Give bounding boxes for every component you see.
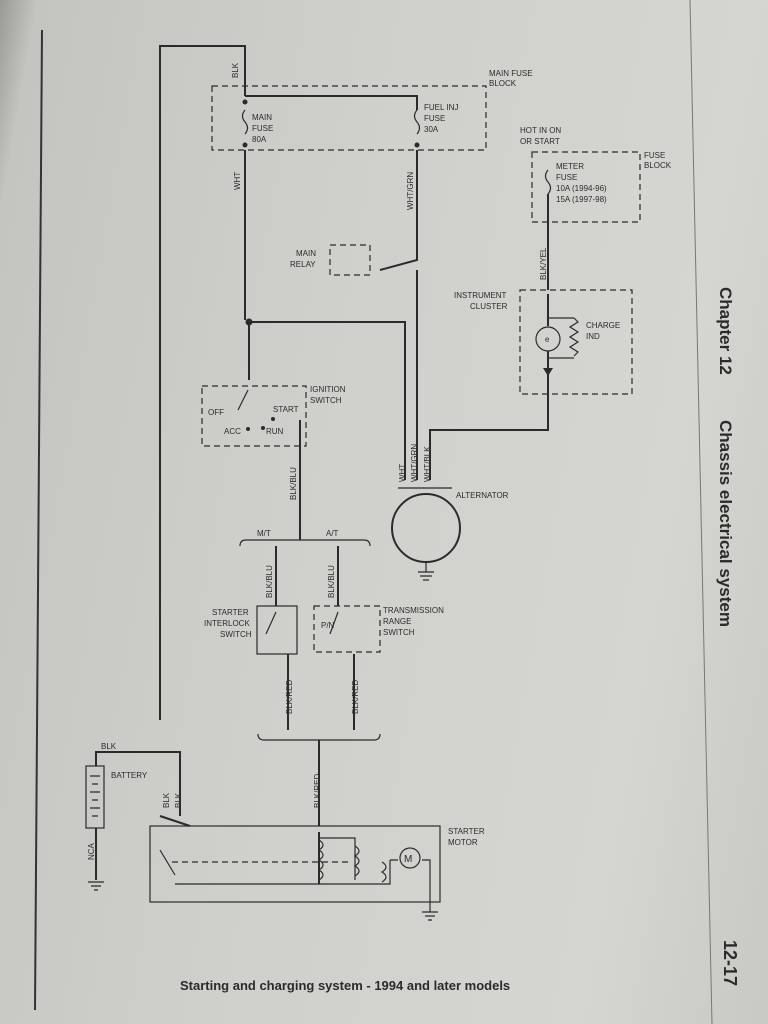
svg-text:RELAY: RELAY: [290, 260, 316, 269]
transmission-bracket: M/T A/T: [239, 529, 371, 547]
transmission-range-switch: P/N TRANSMISSION RANGE SWITCH: [313, 605, 444, 653]
blk-wire-top: [159, 45, 246, 720]
svg-text:BLK: BLK: [174, 792, 183, 808]
wire-label-blk: BLK: [231, 62, 240, 78]
main-fuse-block: MAIN FUSE BLOCK: [211, 69, 533, 151]
svg-text:INTERLOCK: INTERLOCK: [204, 619, 250, 628]
svg-text:BLK/BLU: BLK/BLU: [265, 565, 274, 598]
battery: BATTERY BLK NCA: [85, 742, 181, 891]
svg-text:OR START: OR START: [520, 137, 560, 146]
svg-text:ACC: ACC: [224, 427, 241, 436]
svg-text:MAIN: MAIN: [252, 113, 272, 122]
motor-symbol: M: [404, 854, 412, 865]
svg-text:FUSE: FUSE: [644, 151, 665, 160]
svg-text:OFF: OFF: [208, 408, 224, 417]
alternator: ALTERNATOR: [391, 487, 509, 581]
figure-caption: Starting and charging system - 1994 and …: [180, 978, 510, 993]
ignition-switch: IGNITION SWITCH OFF ACC START RUN: [201, 385, 346, 447]
svg-text:SWITCH: SWITCH: [383, 628, 415, 637]
svg-text:RUN: RUN: [266, 427, 284, 436]
wht-blk-wire: [429, 395, 549, 480]
svg-text:SWITCH: SWITCH: [220, 630, 252, 639]
chapter-title: Chassis electrical system: [716, 420, 735, 627]
svg-text:30A: 30A: [424, 125, 439, 134]
svg-text:ALTERNATOR: ALTERNATOR: [456, 491, 509, 500]
svg-text:BLK: BLK: [162, 792, 171, 808]
wire-label-blk-yel: BLK/YEL: [539, 247, 548, 280]
svg-text:e: e: [545, 335, 550, 344]
fuel-inj-fuse: FUEL INJ FUSE 30A: [413, 103, 458, 148]
main-relay: MAIN RELAY: [290, 244, 371, 276]
svg-text:INSTRUMENT: INSTRUMENT: [454, 291, 507, 300]
svg-text:80A: 80A: [252, 135, 267, 144]
svg-text:MAIN: MAIN: [296, 249, 316, 258]
wire-label-wht-blk: WHT/BLK: [423, 446, 432, 482]
svg-text:BLK: BLK: [101, 742, 117, 751]
gutter-line: [689, 0, 713, 1024]
svg-text:15A (1997-98): 15A (1997-98): [556, 195, 607, 204]
wire-label-wht-grn: WHT/GRN: [406, 172, 415, 210]
svg-text:IGNITION: IGNITION: [310, 385, 346, 394]
fuse-bus-wire: [245, 95, 418, 110]
svg-text:WHT/GRN: WHT/GRN: [410, 444, 419, 482]
wire-label-wht: WHT: [233, 172, 242, 190]
chapter-label: Chapter 12: [716, 287, 735, 375]
svg-text:A/T: A/T: [326, 529, 339, 538]
svg-text:M/T: M/T: [257, 529, 271, 538]
svg-text:P/N: P/N: [321, 621, 335, 630]
svg-text:RANGE: RANGE: [383, 617, 411, 626]
svg-text:IND: IND: [586, 332, 600, 341]
svg-text:BLK/RED: BLK/RED: [351, 680, 360, 714]
page-edge-line: [34, 29, 43, 1011]
svg-text:START: START: [273, 405, 299, 414]
svg-text:METER: METER: [556, 162, 584, 171]
wht-to-alternator: [249, 321, 406, 480]
meter-fuse: METER FUSE 10A (1994-96) 15A (1997-98): [544, 162, 607, 204]
svg-text:BATTERY: BATTERY: [111, 771, 148, 780]
svg-text:HOT IN ON: HOT IN ON: [520, 126, 561, 135]
svg-text:TRANSMISSION: TRANSMISSION: [383, 606, 444, 615]
main-fuse: MAIN FUSE 80A: [241, 99, 273, 148]
svg-text:10A (1994-96): 10A (1994-96): [556, 184, 607, 193]
svg-text:BLK/RED: BLK/RED: [313, 774, 322, 808]
svg-text:STARTER: STARTER: [212, 608, 249, 617]
svg-text:SWITCH: SWITCH: [310, 396, 342, 405]
svg-text:BLK/BLU: BLK/BLU: [327, 565, 336, 598]
svg-text:FUEL INJ: FUEL INJ: [424, 103, 458, 112]
svg-text:BLK/RED: BLK/RED: [285, 680, 294, 714]
fuse-block: HOT IN ON OR START FUSE BLOCK: [520, 126, 672, 223]
svg-text:BLOCK: BLOCK: [644, 161, 672, 170]
svg-text:MAIN FUSE: MAIN FUSE: [489, 69, 533, 78]
svg-text:CLUSTER: CLUSTER: [470, 302, 508, 311]
svg-text:FUSE: FUSE: [556, 173, 577, 182]
svg-text:BLK/BLU: BLK/BLU: [289, 467, 298, 500]
svg-text:STARTER: STARTER: [448, 827, 485, 836]
svg-text:MOTOR: MOTOR: [448, 838, 478, 847]
svg-text:FUSE: FUSE: [252, 124, 273, 133]
svg-text:BLOCK: BLOCK: [489, 79, 517, 88]
wht-grn-wire: [379, 150, 418, 271]
charge-ind-label: CHARGE: [586, 321, 620, 330]
svg-text:NCA: NCA: [87, 842, 96, 860]
svg-text:WHT: WHT: [398, 464, 407, 482]
page-number: 12-17: [720, 940, 740, 986]
svg-text:FUSE: FUSE: [424, 114, 445, 123]
bracket-bottom: [257, 733, 381, 741]
starter-motor: STARTER MOTOR M: [149, 815, 485, 921]
instrument-cluster: INSTRUMENT CLUSTER e CHARGE IND: [454, 289, 633, 395]
starter-interlock-switch: STARTER INTERLOCK SWITCH: [204, 605, 298, 655]
